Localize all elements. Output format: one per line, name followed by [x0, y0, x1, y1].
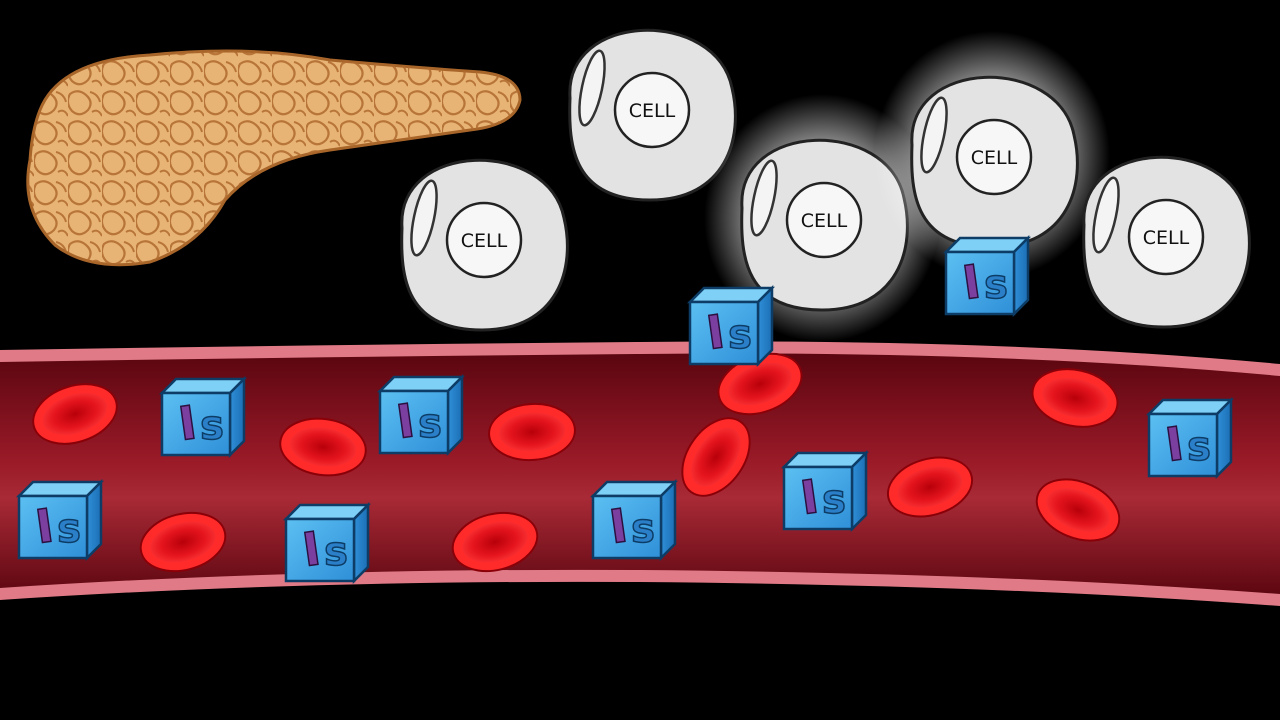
svg-text:s: s: [631, 506, 655, 552]
red-blood-cell: [451, 511, 539, 573]
svg-text:s: s: [984, 262, 1008, 308]
cell-label: CELL: [629, 100, 676, 122]
cell-highlight: [410, 179, 438, 257]
cell-nucleus: [1127, 198, 1205, 276]
body-cell: CELL: [568, 28, 737, 202]
red-blood-cell: [32, 383, 118, 445]
cell-label: CELL: [1143, 227, 1190, 249]
cell-label: CELL: [971, 147, 1018, 169]
red-blood-cell: [717, 352, 803, 416]
body-cell: CELL: [400, 158, 569, 332]
red-blood-cell: [279, 417, 367, 477]
red-blood-cell: [139, 511, 227, 573]
body-cell: CELL: [1082, 155, 1251, 329]
cell-nucleus: [613, 71, 691, 149]
red-blood-cell: [886, 456, 974, 518]
red-blood-cell: [681, 417, 751, 497]
svg-text:s: s: [200, 403, 224, 449]
cell-nucleus: [445, 201, 523, 279]
red-blood-cell: [1035, 478, 1121, 542]
cell-nucleus: [785, 181, 863, 259]
cell-highlight: [750, 159, 778, 237]
svg-text:s: s: [57, 506, 81, 552]
red-blood-cell: [488, 402, 576, 462]
pancreas: [26, 49, 522, 267]
svg-text:s: s: [1187, 424, 1211, 470]
svg-text:s: s: [728, 312, 752, 358]
body-cell: CELL: [874, 31, 1110, 279]
cell-highlight: [578, 49, 606, 127]
cell-label: CELL: [461, 230, 508, 252]
svg-text:s: s: [324, 529, 348, 575]
cell-nucleus: [955, 118, 1033, 196]
cell-label: CELL: [801, 210, 848, 232]
svg-text:s: s: [418, 401, 442, 447]
red-blood-cell: [1031, 368, 1119, 428]
svg-text:s: s: [822, 477, 846, 523]
cell-highlight: [1092, 176, 1120, 254]
cell-highlight: [920, 96, 948, 174]
